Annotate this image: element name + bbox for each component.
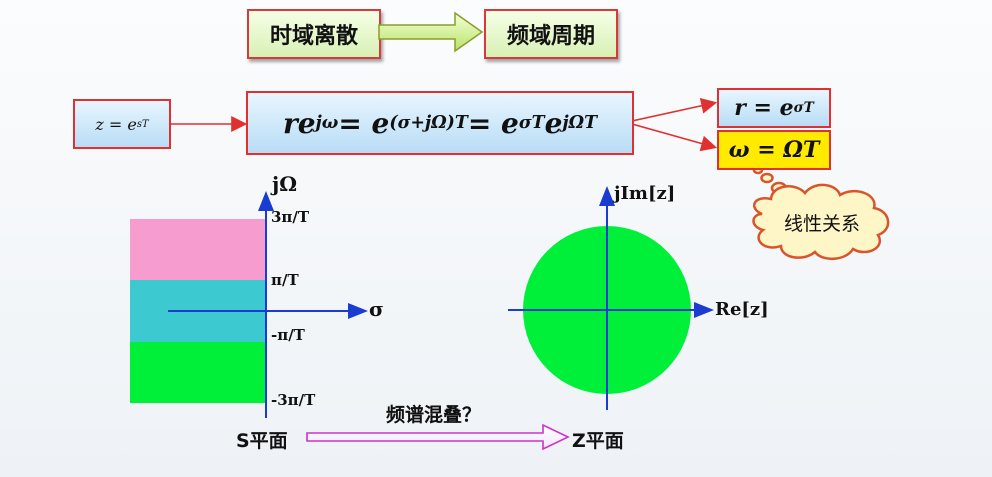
eq-sup-4: jΩT <box>562 113 597 133</box>
magnitude-exponent: σT <box>794 100 814 116</box>
z-plane-re-label: Re[z] <box>715 299 769 320</box>
eq-part-4: e <box>545 107 563 140</box>
angle-box: ω = ΩT <box>717 130 831 170</box>
eq-sup-1: jω <box>316 113 339 133</box>
aliasing-arrow <box>307 425 568 449</box>
aliasing-label: 频谱混叠？ <box>386 400 481 427</box>
z-plane-im-label: jIm[z] <box>614 183 675 204</box>
eq-part-3: = e <box>468 107 519 140</box>
s-plane-tick-neg-pi: -π/T <box>271 326 305 344</box>
eq-sup-3: σT <box>519 113 545 133</box>
s-plane-tick-3pi: 3π/T <box>271 208 309 226</box>
s-plane-jomega-label: jΩ <box>272 172 297 196</box>
angle-text: ω = ΩT <box>729 137 820 163</box>
s-plane-tick-neg-3pi: -3π/T <box>271 391 315 409</box>
red-arrow-to-omega <box>632 124 714 147</box>
eq-part-2: = e <box>338 107 389 140</box>
header-arrow <box>379 13 482 51</box>
red-arrow-to-r <box>632 103 714 121</box>
linear-relation-label: 线性关系 <box>784 209 860 236</box>
s-plane-sigma-label: σ <box>369 297 384 321</box>
z-definition-exponent: sT <box>137 119 149 130</box>
s-plane-tick-pi: π/T <box>271 271 299 289</box>
s-plane-green-strip <box>130 342 266 403</box>
s-plane-title: S平面 <box>236 426 288 453</box>
s-plane-pink-strip <box>130 219 266 280</box>
z-plane-title: Z平面 <box>572 426 624 453</box>
eq-sup-2: (σ+jΩ)T <box>389 113 467 133</box>
z-definition-text: z = e <box>95 115 136 134</box>
eq-part-1: re <box>283 107 316 140</box>
magnitude-text: r = e <box>734 95 793 121</box>
